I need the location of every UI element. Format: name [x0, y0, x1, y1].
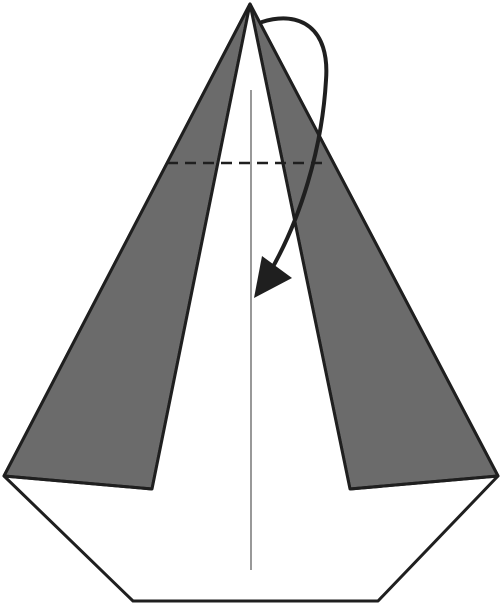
- left-flap-inner-edge: [150, 3, 252, 490]
- left-bottom-edge: [3, 474, 153, 491]
- fold-down-arrow: [260, 16, 329, 274]
- fold-arrow-head-icon: [254, 256, 292, 298]
- right-flap-inner-edge: [248, 3, 352, 490]
- right-bottom-edge: [349, 474, 499, 491]
